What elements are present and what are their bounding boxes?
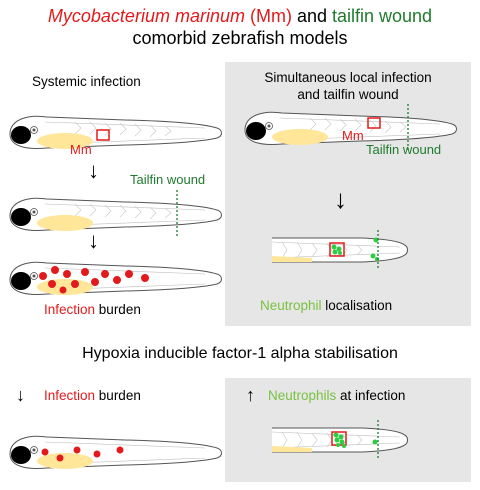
- hif-heading: Hypoxia inducible factor-1 alpha stabili…: [82, 345, 398, 362]
- systemic-infection-heading: Systemic infection: [32, 74, 141, 89]
- fish-body: [9, 197, 222, 231]
- right-panel: [225, 62, 471, 326]
- fish-body: [9, 435, 222, 469]
- zebrafish-larva-3: [9, 261, 222, 295]
- zoomed-tail-hif: [271, 420, 408, 460]
- mm-label-left: Mm: [70, 142, 92, 157]
- infection-site-box: [367, 117, 381, 129]
- title-line-2: comorbid zebrafish models: [132, 28, 348, 48]
- neutrophil-cluster: [333, 432, 378, 448]
- tailfin-wound-label-right: Tailfin wound: [366, 142, 442, 157]
- at-infection-word: at infection: [336, 388, 406, 403]
- increased-neutrophils-label: Neutrophils at infection: [268, 388, 405, 403]
- zoomed-tail: [271, 230, 408, 270]
- title-mm: (Mm): [244, 6, 292, 26]
- reduced-infection-burden-label: Infection burden: [44, 388, 141, 403]
- local-infection-heading-2: and tailfin wound: [297, 87, 399, 102]
- neutrophil-word: Neutrophil: [260, 298, 322, 313]
- infection-burden-label: Infection burden: [44, 302, 141, 317]
- neutrophil-localisation-label: Neutrophil localisation: [260, 298, 392, 313]
- infection-site-box: [329, 242, 345, 257]
- local-infection-heading-1: Simultaneous local infection: [264, 70, 432, 85]
- tailfin-wound-label-left: Tailfin wound: [130, 172, 206, 187]
- down-arrow-right: ↓: [334, 184, 347, 214]
- down-arrow-1: ↓: [88, 158, 99, 183]
- down-arrow-2: ↓: [88, 228, 99, 253]
- mm-label-right: Mm: [342, 128, 364, 143]
- burden-word: burden: [95, 302, 141, 317]
- title-species: Mycobacterium marinum: [47, 6, 245, 26]
- bacteria-cluster: [39, 266, 149, 294]
- title-line-1: Mycobacterium marinum (Mm) and tailfin w…: [0, 6, 480, 27]
- zebrafish-larva-reduced: [9, 435, 222, 469]
- title-tailfin-wound: tailfin wound: [332, 6, 433, 26]
- infection-word: Infection: [44, 388, 96, 403]
- localisation-word: localisation: [321, 298, 393, 313]
- fish-body: [9, 115, 222, 149]
- fish-body: [244, 111, 457, 145]
- infection-word: Infection: [44, 302, 96, 317]
- decrease-arrow-icon: ↓: [16, 385, 25, 405]
- title-and: and: [291, 6, 332, 26]
- infection-site-box: [96, 129, 110, 141]
- bacteria-cluster: [41, 446, 124, 462]
- increase-arrow-icon: ↑: [246, 385, 255, 405]
- zebrafish-larva-local: [244, 104, 457, 150]
- zebrafish-larva-1: [9, 115, 222, 149]
- neutrophils-word: Neutrophils: [268, 388, 337, 403]
- zebrafish-larva-2: [9, 190, 222, 238]
- burden-word: burden: [95, 388, 141, 403]
